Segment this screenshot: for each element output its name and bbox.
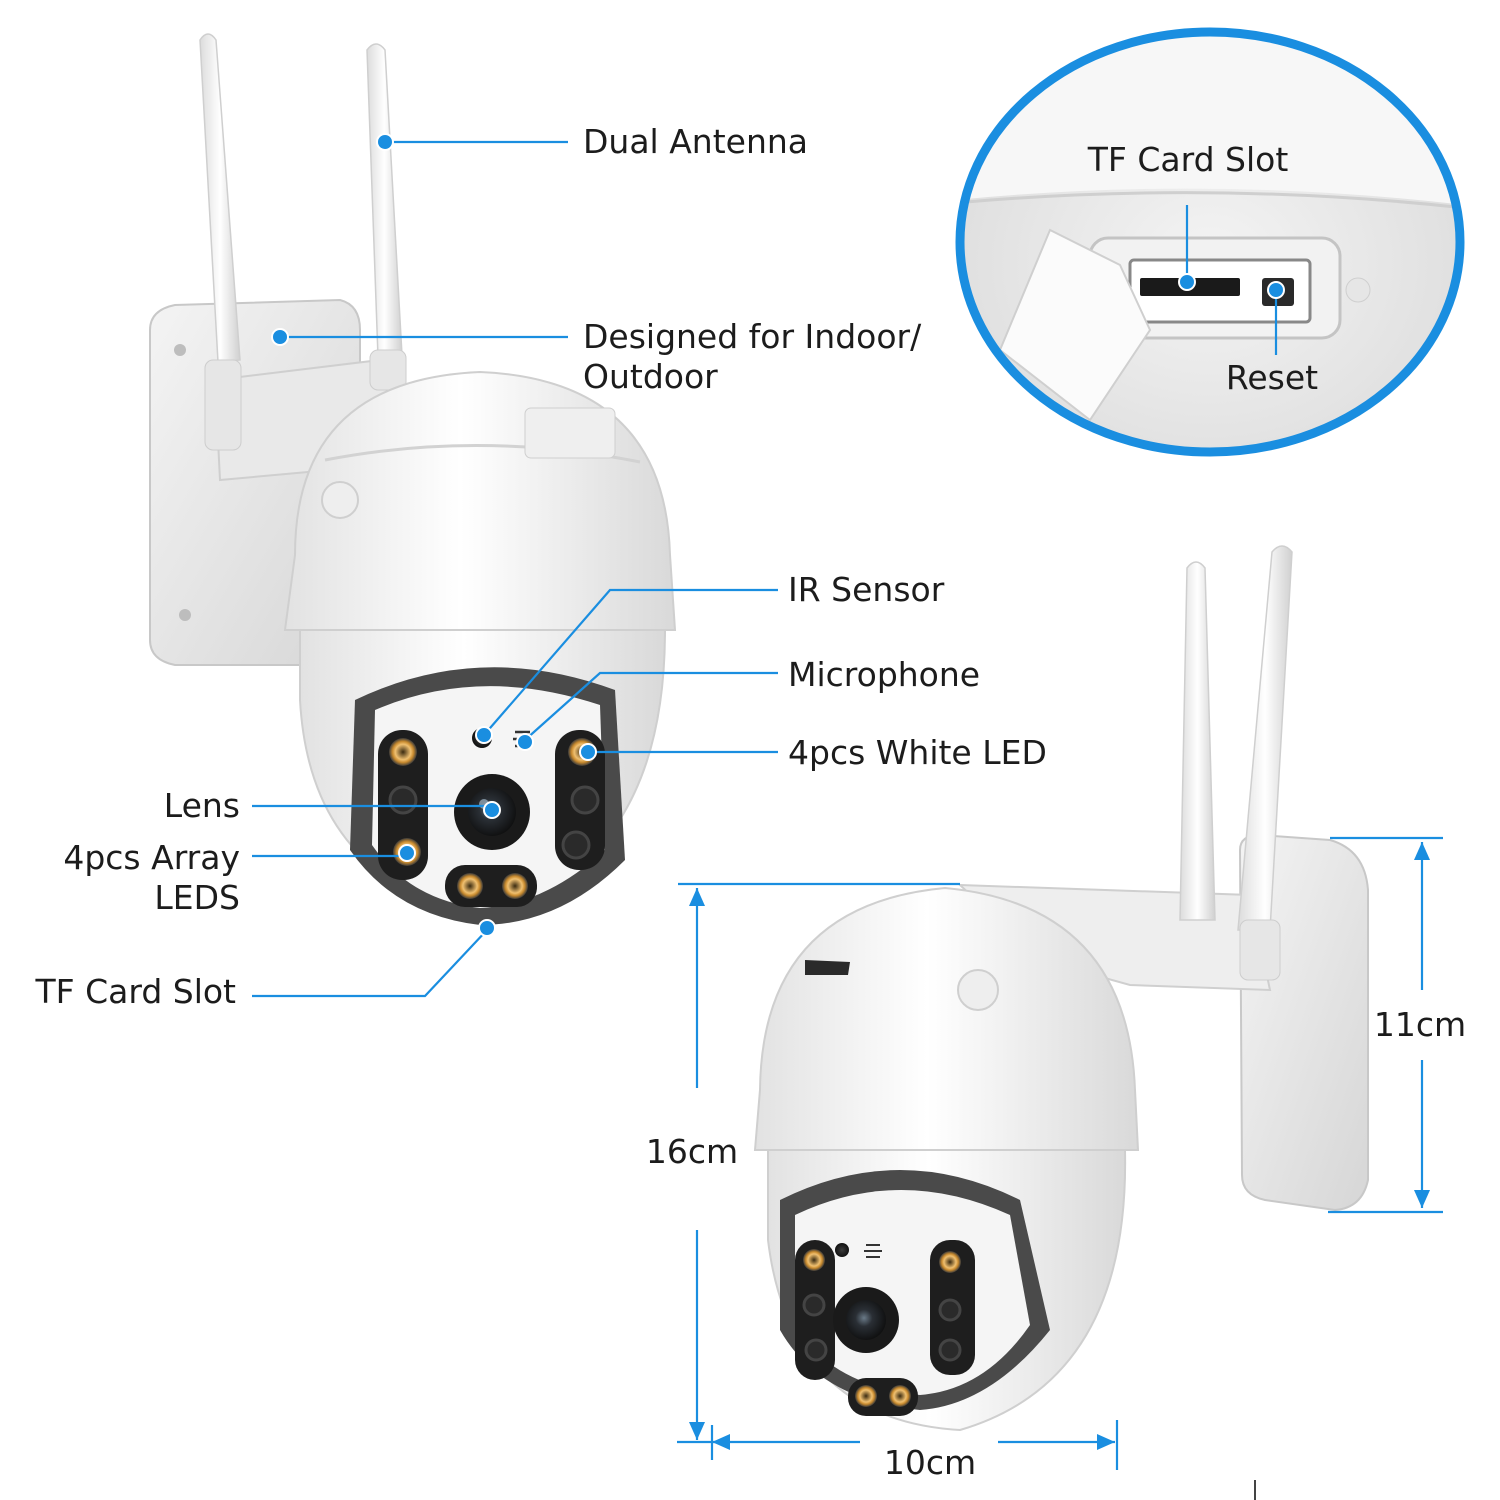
label-ir-sensor: IR Sensor <box>788 570 945 609</box>
callout-dot-mic <box>516 733 534 751</box>
callout-dot-white-led <box>579 743 597 761</box>
dim-label-10cm: 10cm <box>884 1443 976 1482</box>
label-microphone: Microphone <box>788 655 980 694</box>
label-indoor-outdoor-1: Designed for Indoor/ <box>583 317 922 356</box>
label-array-leds-2: LEDS <box>154 878 240 917</box>
side-button <box>321 481 359 519</box>
right-antenna <box>366 43 403 358</box>
label-inset-tf-card-slot: TF Card Slot <box>1087 140 1289 179</box>
left-antenna <box>199 33 241 363</box>
label-white-led: 4pcs White LED <box>788 733 1047 772</box>
callout-dot-reset <box>1267 281 1285 299</box>
callout-dot-array-led <box>398 844 416 862</box>
left-antenna-base <box>204 359 242 451</box>
inset-ring <box>955 27 1465 457</box>
label-dual-antenna: Dual Antenna <box>583 122 808 161</box>
side-lens-glass <box>846 1300 886 1340</box>
callout-dot-mount <box>271 328 289 346</box>
camera-front-view <box>149 33 677 925</box>
callouts-front <box>252 133 778 998</box>
led-amber-1 <box>389 738 417 766</box>
label-tf-card-slot: TF Card Slot <box>34 972 236 1011</box>
callout-dot-tf-slot <box>478 919 496 937</box>
led-amber-4 <box>457 873 483 899</box>
side-dome-top <box>753 886 1140 1151</box>
side-antenna-2 <box>1237 545 1293 931</box>
side-antenna-1 <box>1179 561 1216 921</box>
callout-dot-inset-tf <box>1178 273 1196 291</box>
label-indoor-outdoor-2: Outdoor <box>583 357 718 396</box>
dimension-lines <box>677 836 1443 1500</box>
tf-slot-inset <box>955 27 1465 457</box>
right-antenna-base <box>369 349 407 391</box>
callout-dot-lens <box>483 801 501 819</box>
label-lens: Lens <box>164 786 240 825</box>
camera-side-view <box>753 545 1369 1432</box>
label-array-leds-1: 4pcs Array <box>63 838 240 877</box>
callout-dot-antenna <box>376 133 394 151</box>
led-amber-5 <box>502 873 528 899</box>
top-slot-cover <box>524 407 616 459</box>
callout-dot-ir <box>475 726 493 744</box>
side-button-2 <box>957 969 999 1011</box>
rubber-flap <box>998 228 1152 422</box>
label-reset: Reset <box>1226 358 1318 397</box>
dim-label-16cm: 16cm <box>646 1132 738 1171</box>
dim-label-11cm: 11cm <box>1374 1005 1466 1044</box>
